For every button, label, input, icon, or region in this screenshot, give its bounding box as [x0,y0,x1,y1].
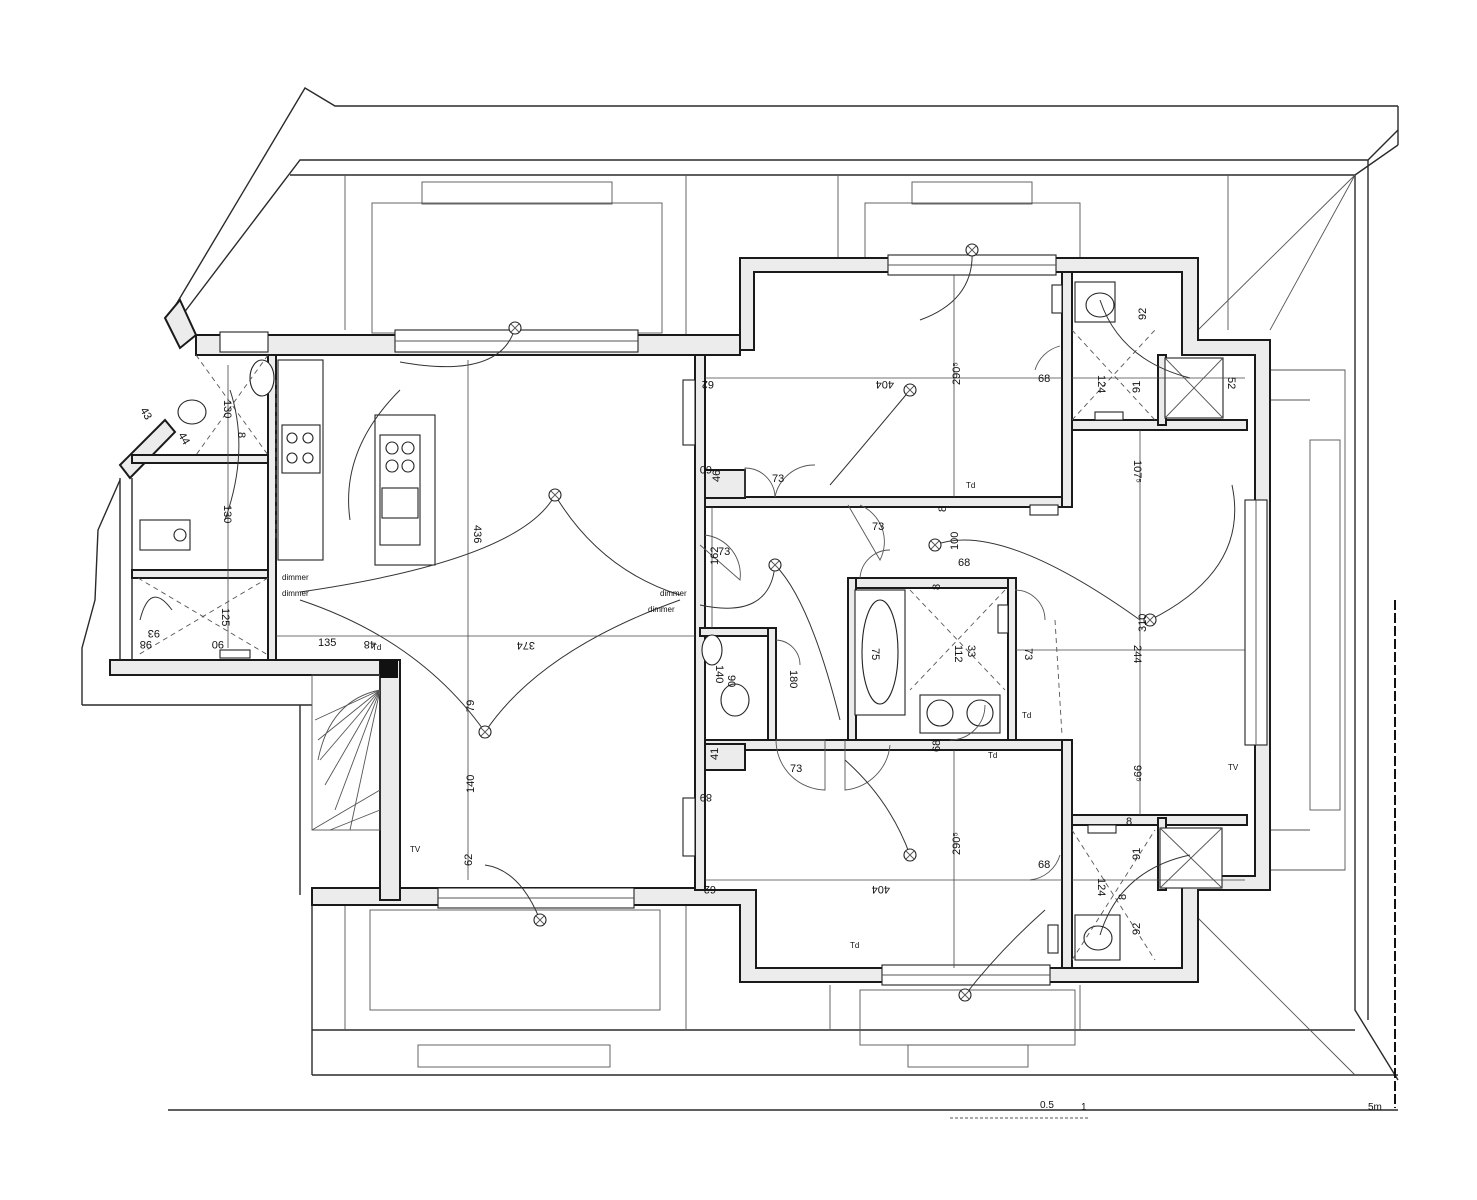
dim-wc-41: 41 [709,748,721,760]
dim-hall-90: 90 [212,638,224,650]
dim-hall-98: 98 [140,638,152,650]
dim-corr-73: 73 [718,546,730,558]
td-label-4: Td [372,643,381,652]
tv-label-2: TV [1228,763,1239,772]
dim-bath-33: 33 [965,645,977,657]
td-label-1: Td [966,481,975,490]
dim-living-width: 374 [517,639,535,651]
dim-living-62: 62 [463,854,475,866]
dim-angle-44: 44 [175,431,192,448]
dim-living-79: 79 [465,700,477,712]
dim-right-244: 244 [1131,645,1143,663]
scale-mark-5m: 5m [1368,1102,1382,1113]
building-outline [81,87,1399,1111]
dim-lower-8b: 8 [1117,894,1129,900]
dim-upper-46: 46 [711,470,723,482]
tv-label-1: TV [410,845,421,854]
dim-angle-43: 43 [137,406,154,423]
dim-lower-124: 124 [1095,878,1107,896]
light-fixtures [478,243,1157,1002]
dim-bath-100: 100 [949,532,961,550]
dimension-labels: 436 374 140 79 62 135 48 130 130 8 125 9… [137,308,1237,935]
dim-bath-73: 73 [1022,648,1034,660]
dim-upper-bed-height: 290⁵ [951,362,963,385]
dim-upper-91: 91 [1131,381,1143,393]
hatch-lines [137,329,1156,961]
dim-upper-52: 52 [1225,377,1237,389]
dimmer-label-3: dimmer [660,589,687,598]
td-label-2: Td [1022,711,1031,720]
dim-bath-75: 75 [869,648,881,660]
dim-lower-bed-height: 290⁵ [951,832,963,855]
dimmer-label-4: dimmer [648,605,675,614]
wiring [139,249,1236,996]
bath-fixtures [177,281,1224,961]
dim-bath-68: 68 [958,557,970,569]
dim-kitchen-130a: 130 [221,400,233,418]
dim-living-height: 436 [471,525,483,543]
dim-upper-68: 68 [1038,373,1050,385]
dim-kitchen-130b: 130 [221,505,233,523]
dim-lower-bed-width: 404 [872,883,890,895]
dimmer-label-2: dimmer [282,589,309,598]
dim-right-310: 310 [1137,614,1149,632]
dim-upper-73: 73 [772,473,784,485]
dim-entry-135: 135 [318,637,336,649]
td-label-3: Td [988,751,997,760]
dim-lower-68: 68 [1038,859,1050,871]
scale-bar: 0.5 1 5m [950,600,1396,1119]
scale-mark-1: 1 [1081,1102,1087,1113]
dim-upper-bed-width: 404 [876,378,894,390]
dim-lower-92: 92 [1131,923,1143,935]
dim-upper-bed-62: 62 [702,378,714,390]
dim-hall-125: 125 [219,608,231,626]
dimmer-label-1: dimmer [282,573,309,582]
dim-lower-91: 91 [1131,848,1143,860]
dim-lower-89: 89 [700,791,712,803]
dim-entry-48: 48 [364,638,376,650]
dim-upper-92: 92 [1137,308,1149,320]
kitchen [139,359,436,566]
dim-lower-8a: 8 [1126,816,1132,828]
dim-lower-68b: 68 [931,740,943,752]
doors [699,345,1061,881]
dimension-lines [227,275,1245,968]
dim-bath-112: 112 [952,645,964,663]
dim-lower-73: 73 [790,763,802,775]
dim-wc-180: 180 [787,670,799,688]
dim-upper-60: 60 [700,463,712,475]
fixture-labels: dimmer dimmer dimmer dimmer TV TV Td Td … [282,481,1239,950]
dim-corr-162: 162 [709,547,721,565]
td-label-5: Td [850,941,859,950]
dim-corr-73b: 73 [872,521,884,533]
dim-hall-93: 93 [148,627,160,639]
staircase [311,660,398,831]
dim-wc-90: 90 [725,675,737,687]
radiators [219,284,1124,954]
dim-right-99: 99⁵ [1131,765,1143,782]
dim-lower-bed-62: 62 [704,883,716,895]
windows [219,254,1268,986]
dim-bath-8: 8 [931,584,943,590]
dim-upper-124: 124 [1095,375,1107,393]
dim-mid-8: 8 [937,506,949,512]
interior-walls [131,271,1248,969]
scale-mark-05: 0.5 [1040,1100,1054,1111]
dim-kitchen-8: 8 [235,432,247,438]
dim-wc-140: 140 [713,665,725,683]
dim-living-lower: 140 [465,775,477,793]
dim-right-107: 107⁵ [1131,460,1143,483]
